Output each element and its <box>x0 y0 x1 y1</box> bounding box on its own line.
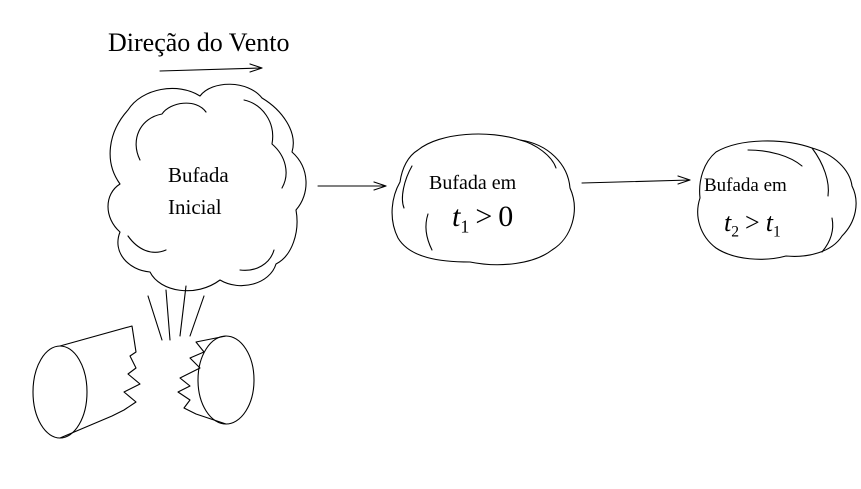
puff-t2-op: > <box>745 208 760 237</box>
puff-t1-rhs: 0 <box>498 200 514 233</box>
puff-t2-condition: t2>t1 <box>724 208 781 241</box>
arrow-to-puff-t2 <box>581 175 691 185</box>
puff-t1-var: t <box>452 200 461 233</box>
initial-puff-label-line1: Bufada <box>168 163 229 187</box>
puff-t2-label: Bufada em <box>704 175 787 196</box>
puff-t1-condition: t1>0 <box>452 200 513 237</box>
wind-direction-title: Direção do Vento <box>108 28 290 57</box>
puff-t1-op: > <box>475 200 493 233</box>
explosion-lines <box>147 285 205 341</box>
puff-t2-var: t <box>724 208 732 237</box>
puff-t1-cloud <box>391 133 575 266</box>
tank-left-section <box>32 325 141 439</box>
initial-puff-label-line2: Inicial <box>168 195 222 219</box>
arrow-to-puff-t1 <box>317 181 387 191</box>
puff-t2-rhs-sub: 1 <box>772 223 781 241</box>
puff-t1-label: Bufada em <box>429 172 517 194</box>
initial-puff-cloud <box>107 83 307 292</box>
puff-t1-sub: 1 <box>460 216 470 237</box>
puff-t2-cloud <box>697 140 857 260</box>
puff-t2-rhs-var: t <box>765 208 773 237</box>
wind-direction-arrow <box>159 63 263 73</box>
puff-t2-sub: 2 <box>731 223 740 241</box>
tank-right-section <box>177 335 255 425</box>
